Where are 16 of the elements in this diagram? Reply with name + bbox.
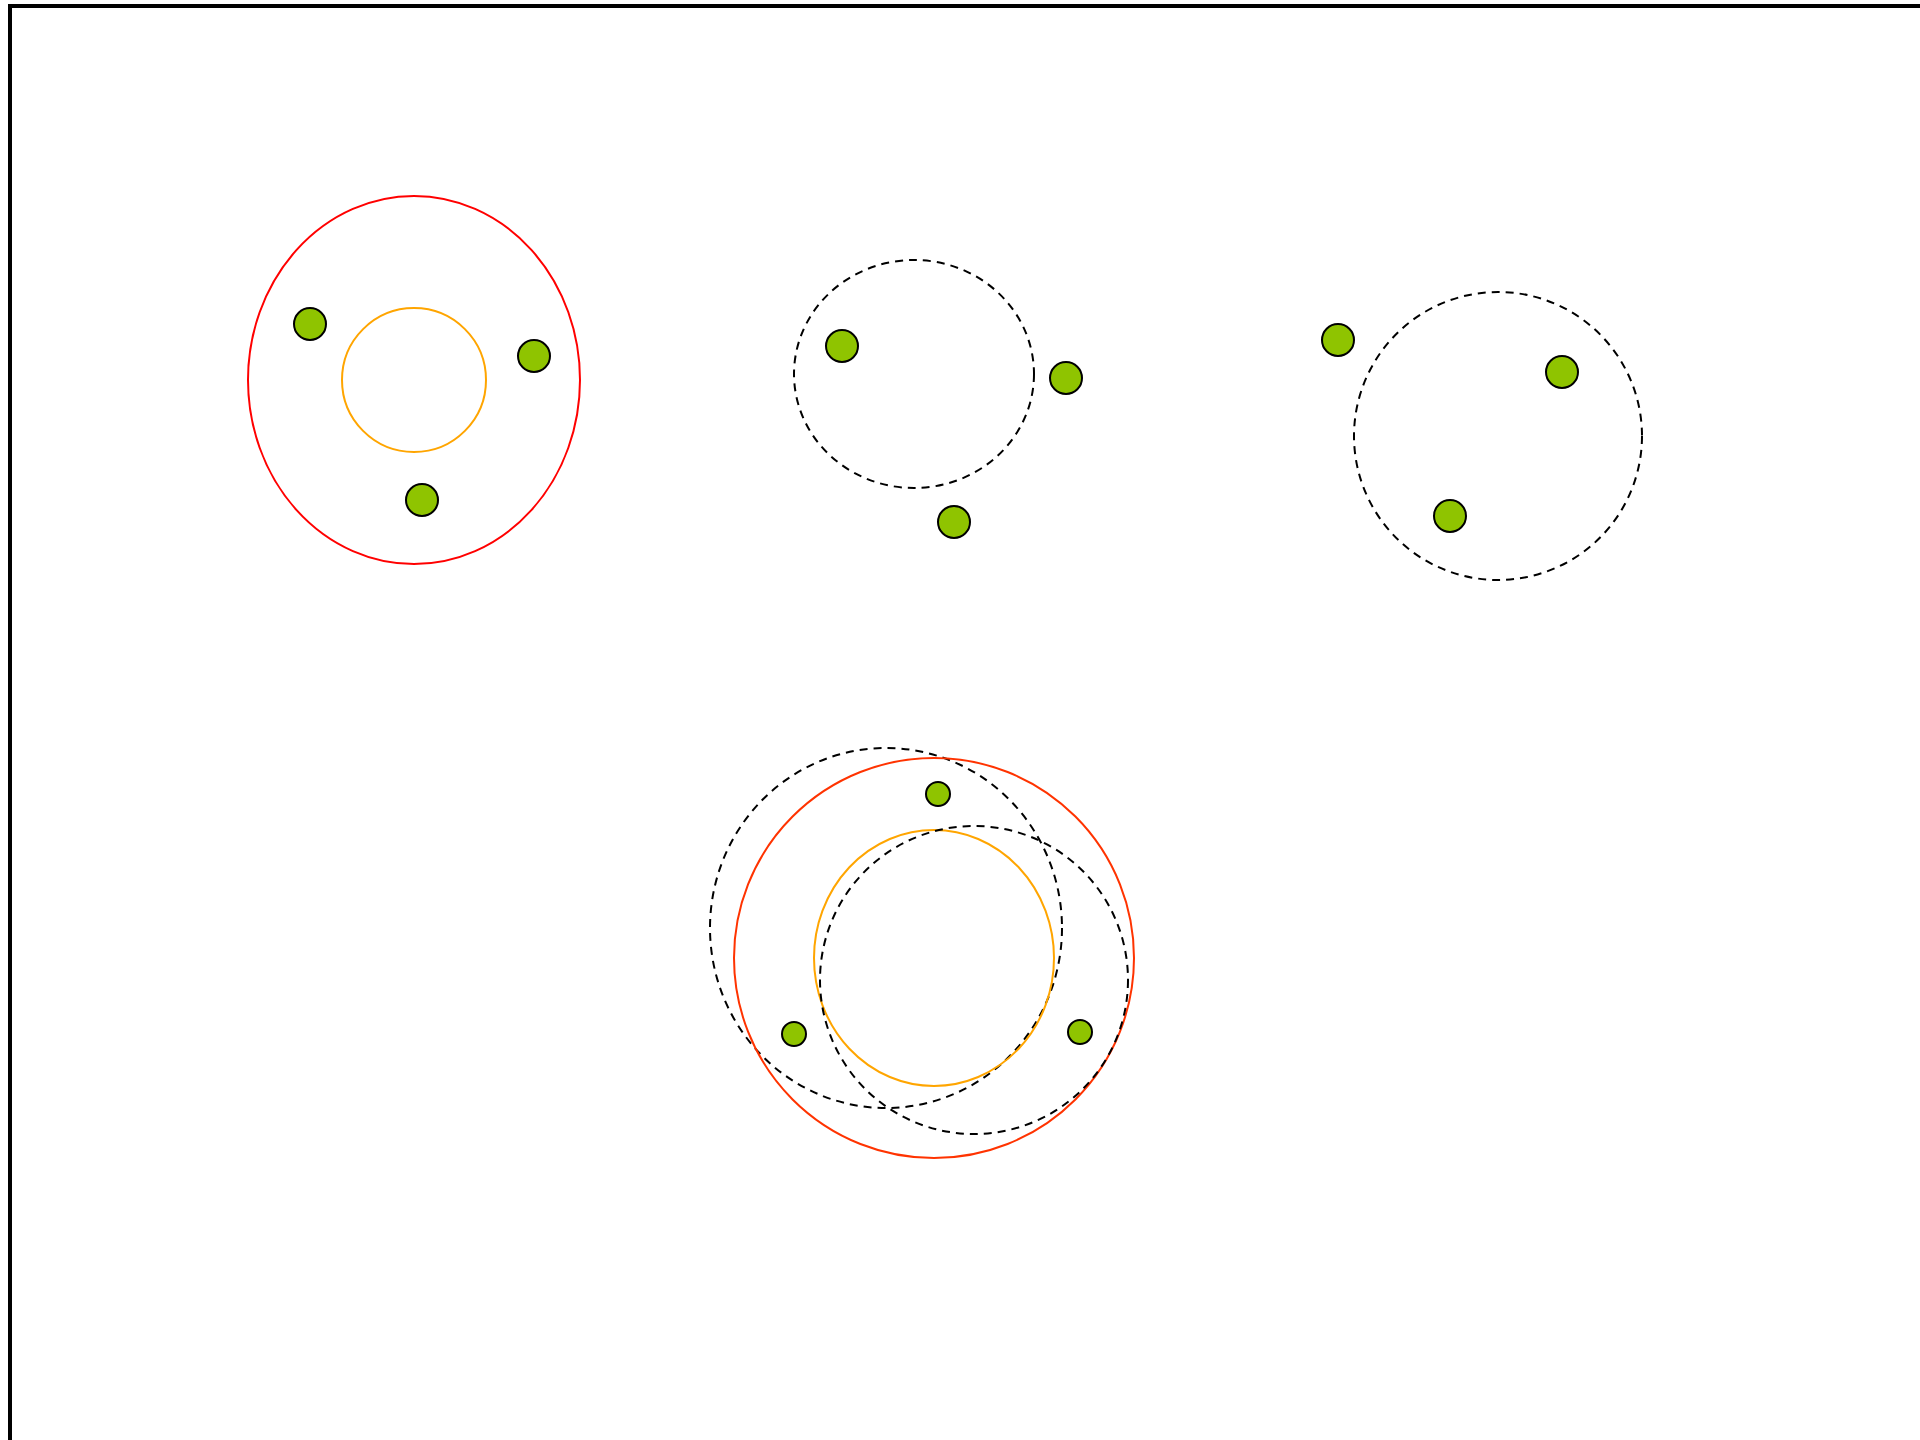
dot-marker <box>1321 323 1355 357</box>
dashed-circle <box>709 747 1063 1109</box>
inner-ring <box>813 829 1055 1087</box>
dot-marker <box>1433 499 1467 533</box>
outer-ring <box>247 195 581 565</box>
dot-marker <box>293 307 327 341</box>
dot-marker <box>1545 355 1579 389</box>
dot-marker <box>517 339 551 373</box>
dashed-circle <box>1353 291 1643 581</box>
dot-marker <box>937 505 971 539</box>
outer-ring <box>733 757 1135 1159</box>
dot-marker <box>1049 361 1083 395</box>
dashed-circle <box>793 259 1035 489</box>
dot-marker <box>825 329 859 363</box>
inner-ring <box>341 307 487 453</box>
dot-marker <box>405 483 439 517</box>
